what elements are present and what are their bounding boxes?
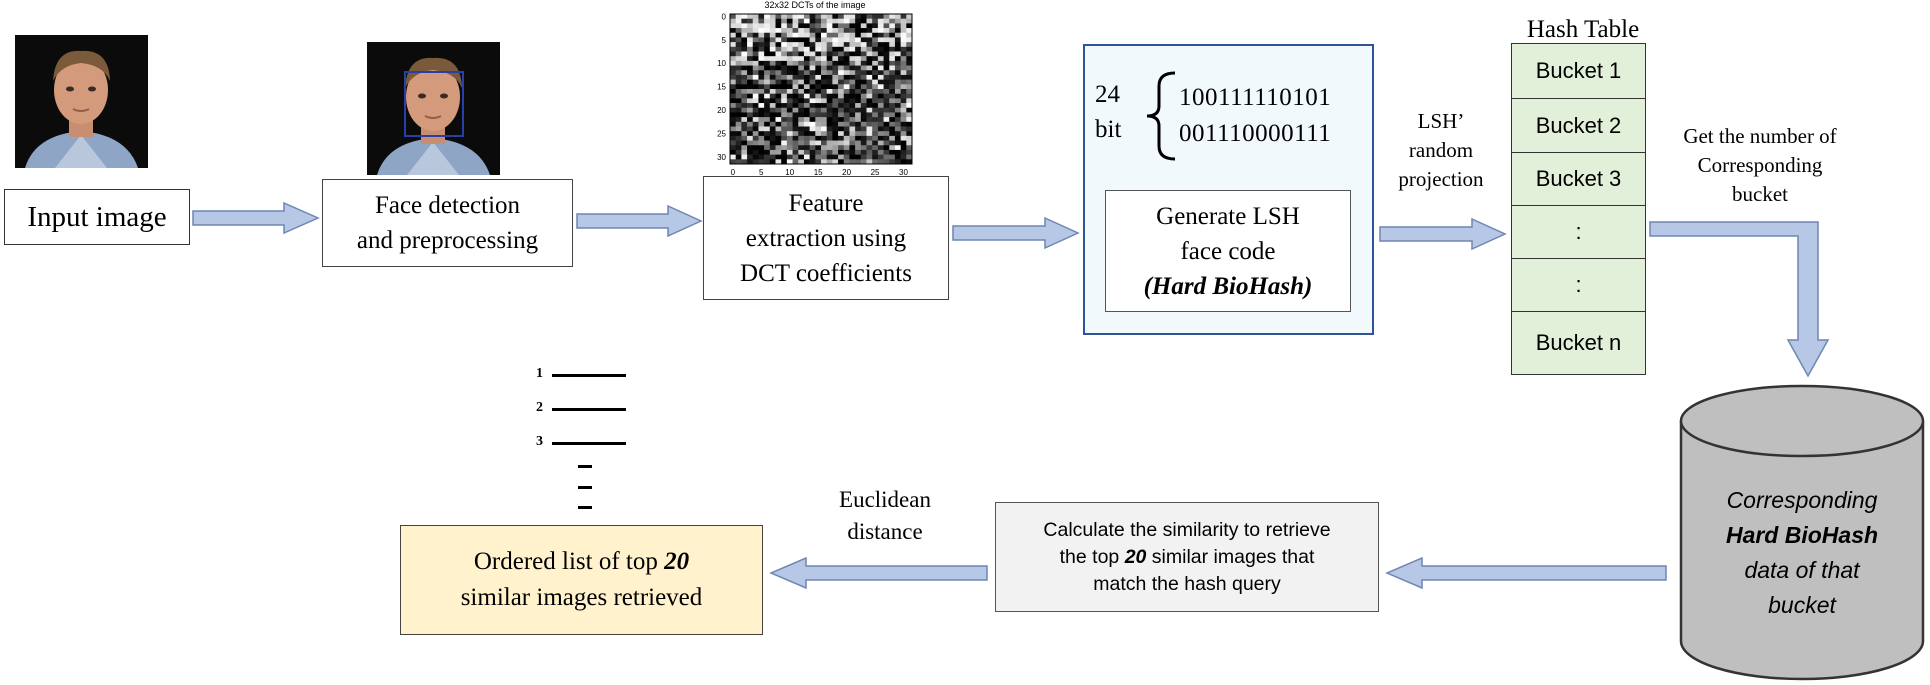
similarity-box: Calculate the similarity to retrieve the… bbox=[995, 502, 1379, 612]
bucket-cell: Bucket 3 bbox=[1512, 152, 1645, 205]
input-face-image bbox=[15, 35, 148, 168]
lsh-code-panel: 24 bit 100111110101 001110000111 Generat… bbox=[1083, 44, 1374, 335]
bucket-cell: : bbox=[1512, 205, 1645, 258]
dct-x-tick-label: 30 bbox=[899, 168, 908, 177]
get-bucket-line2: Corresponding bbox=[1697, 153, 1823, 177]
bucket-label: : bbox=[1575, 272, 1582, 297]
euclidean-line2: distance bbox=[847, 519, 923, 544]
arrow-left bbox=[769, 556, 988, 590]
rank-line bbox=[552, 374, 626, 377]
hash-table: Bucket 1 Bucket 2 Bucket 3 : : Bucket n bbox=[1511, 43, 1646, 375]
dct-y-tick-label: 0 bbox=[722, 12, 727, 21]
cylinder-line3: data of that bbox=[1744, 557, 1860, 583]
face-bounding-box bbox=[404, 71, 464, 137]
input-image-label: Input image bbox=[27, 200, 167, 233]
arrow-elbow-down bbox=[1649, 221, 1830, 378]
get-bucket-line3: bucket bbox=[1732, 182, 1788, 206]
generate-line1: Generate LSH bbox=[1156, 202, 1300, 230]
bucket-cell: : bbox=[1512, 258, 1645, 311]
lsh-label-line3: projection bbox=[1398, 167, 1484, 191]
euclidean-label: Euclidean distance bbox=[810, 484, 960, 548]
cylinder-line2: Hard BioHash bbox=[1725, 522, 1879, 548]
feature-extraction-line3: DCT coefficients bbox=[740, 259, 912, 287]
rank-number: 1 bbox=[536, 366, 543, 381]
similarity-line1: Calculate the similarity to retrieve bbox=[1043, 518, 1331, 541]
dct-x-tick-label: 0 bbox=[731, 168, 736, 177]
face-detection-box: Face detection and preprocessing bbox=[322, 179, 573, 267]
lsh-projection-label: LSH’ random projection bbox=[1381, 107, 1501, 194]
curly-brace bbox=[1146, 71, 1176, 161]
bucket-label: Bucket 1 bbox=[1535, 58, 1622, 83]
feature-extraction-line1: Feature bbox=[788, 189, 864, 217]
ordered-line2: similar images retrieved bbox=[460, 584, 703, 611]
dct-x-tick-label: 15 bbox=[814, 168, 823, 177]
bucket-label: Bucket n bbox=[1535, 329, 1622, 355]
rank-number: 3 bbox=[536, 434, 543, 449]
arrow-right bbox=[192, 201, 320, 235]
ordered-list-box: Ordered list of top 20 similar images re… bbox=[400, 525, 763, 635]
dct-y-tick-label: 10 bbox=[717, 59, 726, 68]
similarity-line2: the top 20 similar images that bbox=[1059, 545, 1315, 568]
bit-count: 24 bbox=[1095, 81, 1120, 108]
cylinder-line1: Corresponding bbox=[1726, 487, 1878, 513]
similarity-line3: match the hash query bbox=[1093, 572, 1281, 595]
arrow-right bbox=[1379, 217, 1507, 251]
dct-y-tick-label: 30 bbox=[717, 153, 726, 162]
dct-x-tick-label: 25 bbox=[871, 168, 880, 177]
ordered-line1: Ordered list of top 20 bbox=[473, 548, 690, 575]
dct-coefficient-grid bbox=[730, 14, 913, 165]
rank-dash bbox=[578, 465, 592, 468]
rank-number: 2 bbox=[536, 400, 543, 415]
bucket-cell: Bucket 2 bbox=[1512, 98, 1645, 152]
face-detection-line1: Face detection bbox=[374, 192, 521, 219]
dct-y-tick-label: 5 bbox=[722, 36, 727, 45]
rank-dash bbox=[578, 486, 592, 489]
euclidean-line1: Euclidean bbox=[839, 487, 931, 512]
hash-code-1: 100111110101 bbox=[1179, 84, 1332, 111]
dct-plot-frame bbox=[729, 13, 913, 165]
feature-extraction-box: Feature extraction using DCT coefficient… bbox=[703, 176, 949, 300]
lsh-label-line1: LSH’ bbox=[1417, 109, 1465, 133]
rank-dash bbox=[578, 506, 592, 509]
rank-line bbox=[552, 408, 626, 411]
input-image-box: Input image bbox=[4, 189, 190, 245]
dct-x-tick-label: 20 bbox=[842, 168, 851, 177]
dct-x-tick-label: 5 bbox=[759, 168, 764, 177]
database-cylinder bbox=[1679, 384, 1925, 681]
generate-line2: face code bbox=[1180, 237, 1276, 265]
get-bucket-line1: Get the number of bbox=[1683, 124, 1837, 148]
feature-extraction-line2: extraction using bbox=[745, 224, 907, 252]
lsh-label-line2: random bbox=[1408, 138, 1474, 162]
arrow-left bbox=[1385, 556, 1667, 590]
bucket-label: Bucket 2 bbox=[1535, 112, 1622, 138]
bit-unit: bit bbox=[1095, 116, 1122, 143]
bucket-cell: Bucket 1 bbox=[1512, 44, 1645, 98]
face-detection-line2: and preprocessing bbox=[356, 227, 539, 254]
arrow-right bbox=[576, 204, 703, 238]
hash-code-2: 001110000111 bbox=[1179, 120, 1332, 147]
dct-plot: 32x32 DCTs of the image 0 5 10 15 20 25 30 0 5 10… bbox=[700, 0, 920, 178]
bucket-label: Bucket 3 bbox=[1535, 166, 1622, 191]
cylinder-label: Corresponding Hard BioHash data of that … bbox=[1680, 483, 1924, 623]
generate-lsh-box: Generate LSH face code (Hard BioHash) bbox=[1105, 190, 1351, 312]
bucket-label: : bbox=[1575, 219, 1582, 244]
detected-face-image bbox=[367, 42, 500, 175]
dct-y-tick-label: 20 bbox=[717, 106, 726, 115]
get-bucket-label: Get the number of Corresponding bucket bbox=[1650, 122, 1870, 209]
rank-list: 1 2 3 bbox=[530, 360, 630, 520]
dct-y-tick-label: 25 bbox=[717, 130, 726, 139]
bucket-cell: Bucket n bbox=[1512, 311, 1645, 373]
rank-line bbox=[552, 442, 626, 445]
dct-y-tick-label: 15 bbox=[717, 83, 726, 92]
hash-table-title: Hash Table bbox=[1526, 16, 1640, 43]
cylinder-line4: bucket bbox=[1768, 592, 1836, 618]
arrow-right bbox=[952, 216, 1080, 250]
generate-line3: (Hard BioHash) bbox=[1143, 272, 1313, 300]
dct-x-tick-label: 10 bbox=[785, 168, 794, 177]
dct-plot-title: 32x32 DCTs of the image bbox=[764, 0, 866, 10]
